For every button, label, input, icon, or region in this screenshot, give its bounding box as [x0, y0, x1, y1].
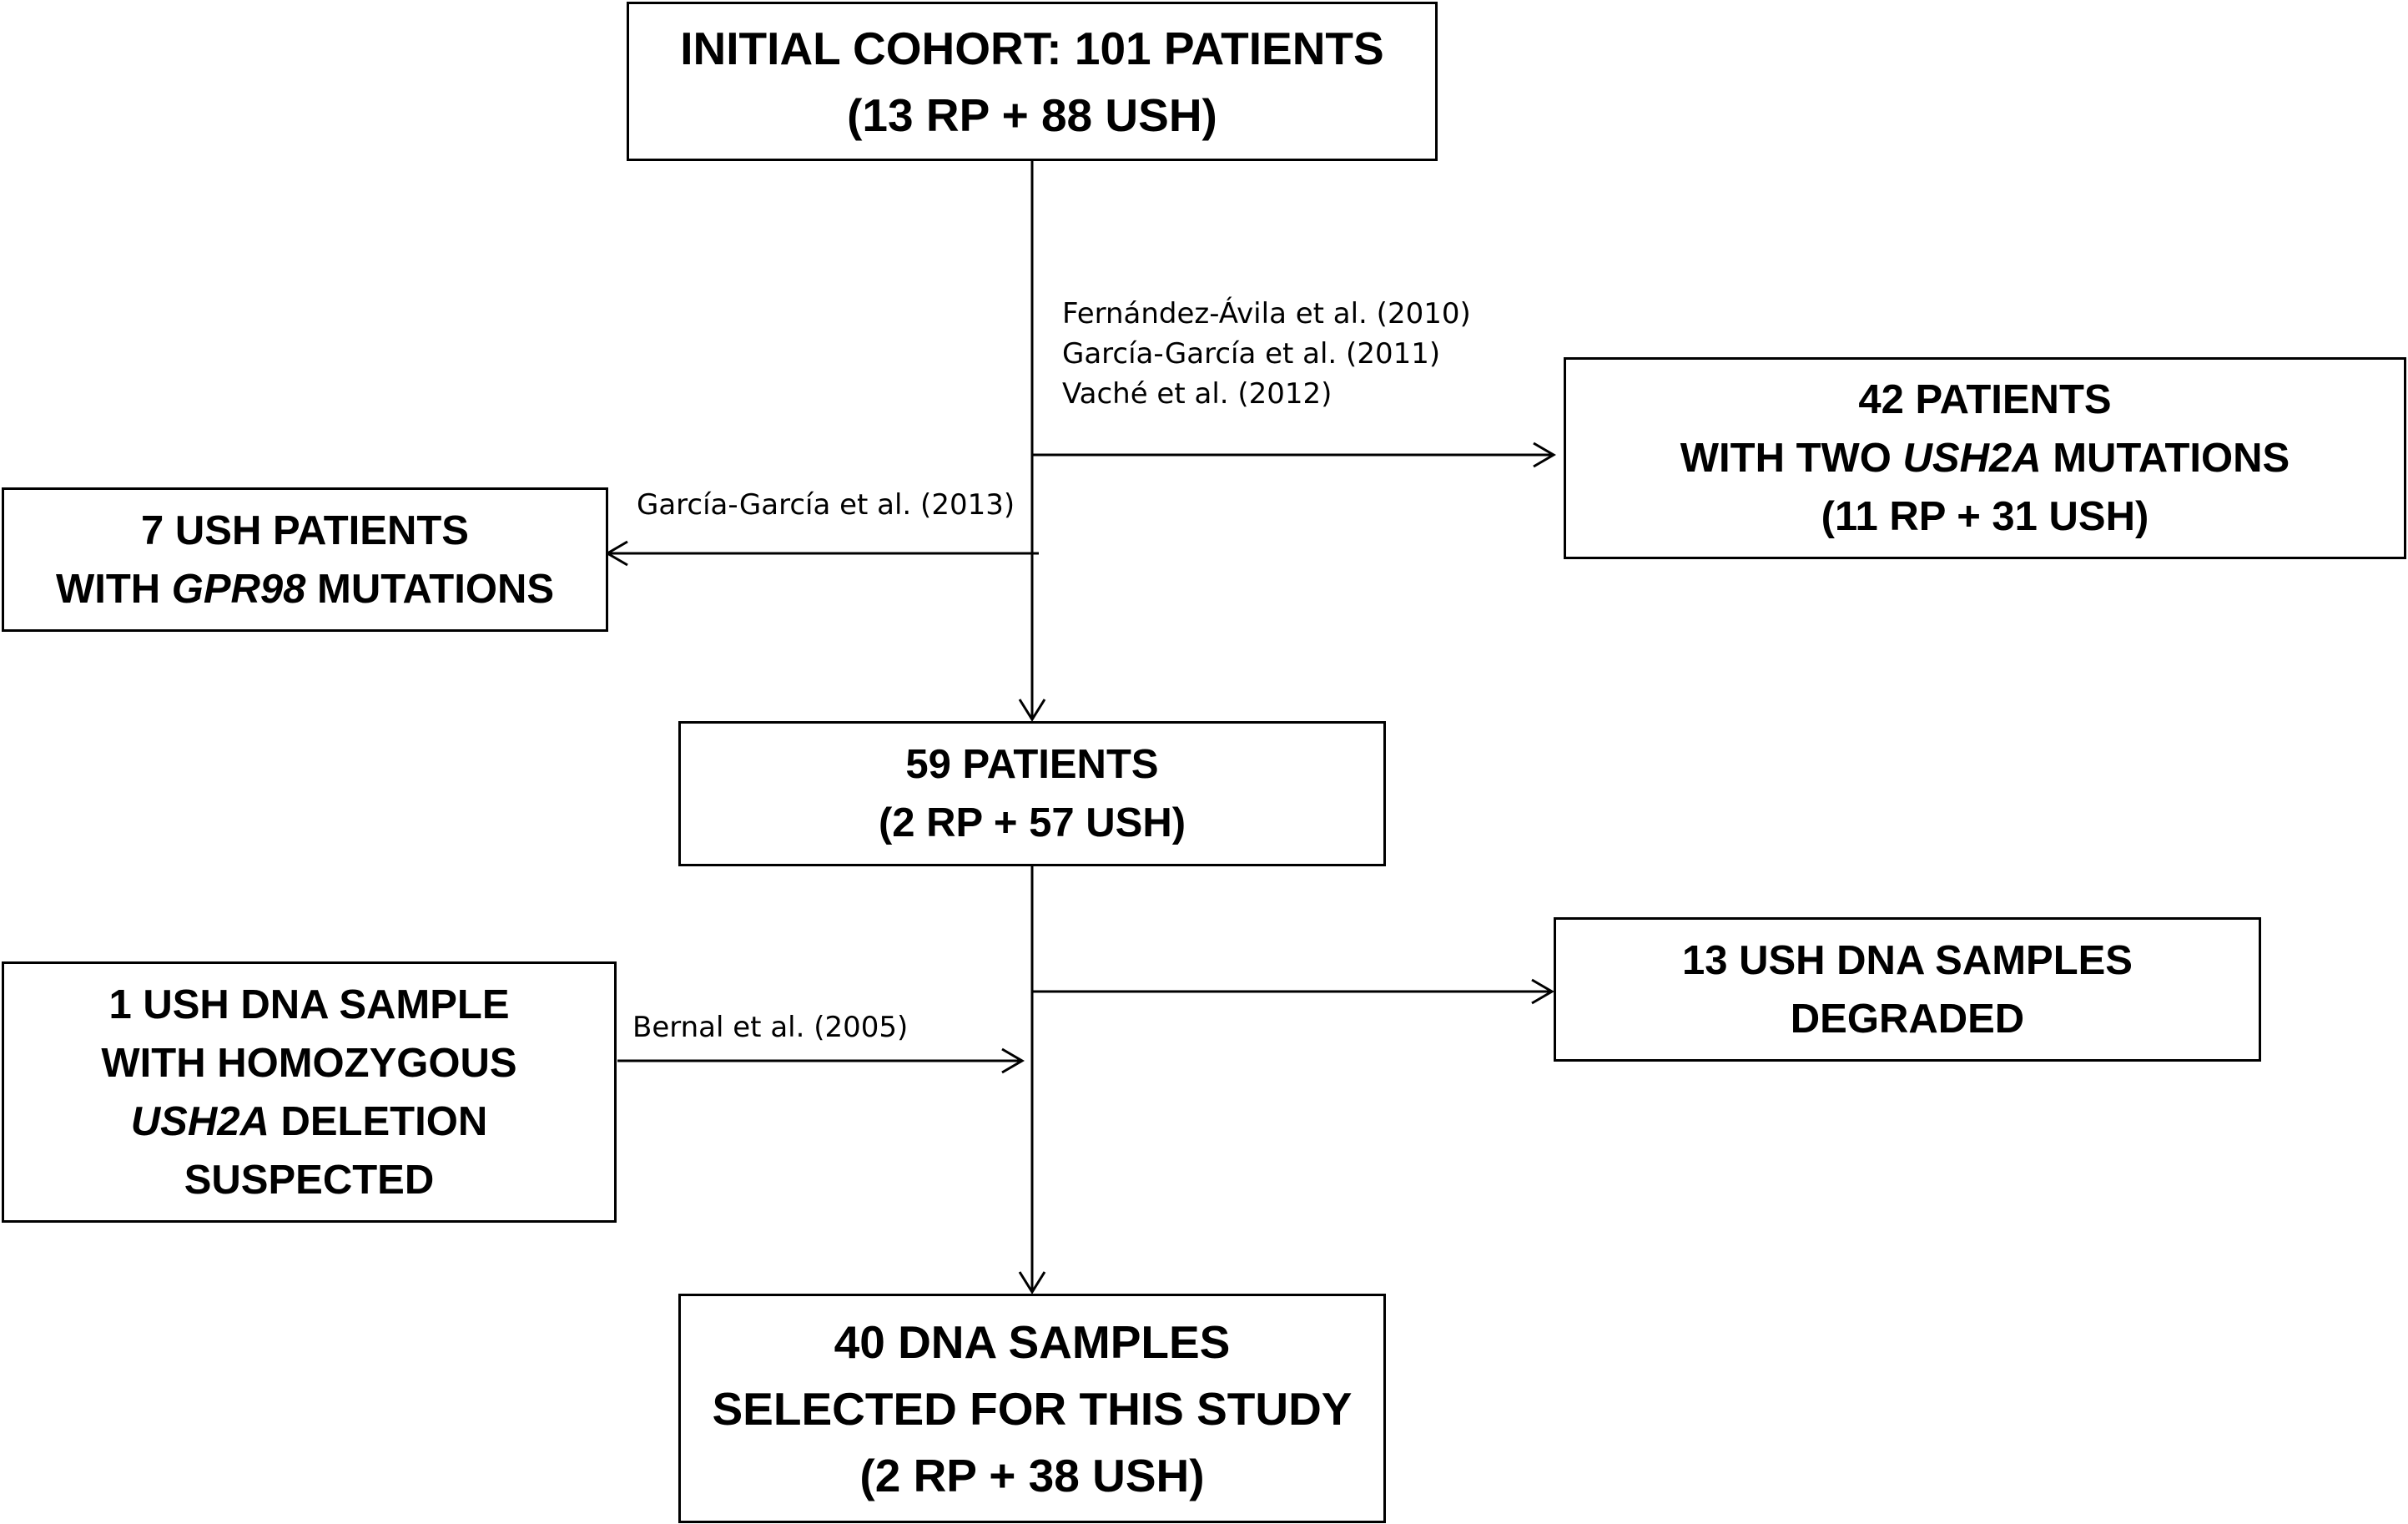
arrowhead-ush2a [1533, 442, 1556, 468]
ush2a-desc-pre: WITH TWO [1680, 436, 1903, 481]
deletion-line-1: 1 USH DNA SAMPLE [108, 982, 510, 1027]
fifty-nine-count: 59 PATIENTS [905, 742, 1159, 787]
arrowhead-degraded [1531, 978, 1554, 1005]
final-description: SELECTED FOR THIS STUDY [712, 1382, 1353, 1435]
degraded-samples-box: 13 USH DNA SAMPLES DEGRADED [1554, 917, 2261, 1062]
deletion-line-4: SUSPECTED [184, 1157, 435, 1203]
reference-garcia-garcia-2011: García-García et al. (2011) [1062, 337, 1441, 371]
arrowhead-59 [1018, 699, 1046, 722]
ush2a-gene: USH2A [1902, 436, 2042, 481]
gpr98-desc-pre: WITH [55, 566, 172, 612]
initial-cohort-title: INITIAL COHORT: 101 PATIENTS [680, 22, 1384, 74]
reference-vache-2012: Vaché et al. (2012) [1062, 377, 1332, 411]
final-count: 40 DNA SAMPLES [834, 1315, 1231, 1368]
reference-garcia-garcia-2013: García-García et al. (2013) [637, 488, 1015, 522]
reference-fernandez-avila-2010: Fernández-Ávila et al. (2010) [1062, 297, 1471, 331]
gpr98-patients-box: 7 USH PATIENTS WITH GPR98 MUTATIONS [2, 487, 608, 632]
ush2a-count: 42 PATIENTS [1858, 377, 2112, 422]
ush2a-description: WITH TWO USH2A MUTATIONS [1680, 429, 2290, 487]
deletion-desc-post: DELETION [269, 1098, 488, 1144]
arrowhead-deletion [1001, 1047, 1025, 1074]
reference-bernal-2005: Bernal et al. (2005) [632, 1011, 909, 1044]
deletion-sample-box: 1 USH DNA SAMPLE WITH HOMOZYGOUS USH2A D… [2, 961, 617, 1223]
final-selection-box: 40 DNA SAMPLES SELECTED FOR THIS STUDY (… [678, 1294, 1386, 1523]
initial-cohort-box: INITIAL COHORT: 101 PATIENTS (13 RP + 88… [627, 2, 1438, 161]
degraded-label: DEGRADED [1790, 996, 2025, 1042]
deletion-line-3: USH2A DELETION [131, 1093, 487, 1151]
final-breakdown: (2 RP + 38 USH) [859, 1449, 1205, 1501]
ush2a-breakdown: (11 RP + 31 USH) [1821, 494, 2149, 539]
ush2a-desc-post: MUTATIONS [2041, 436, 2290, 481]
ush2a-patients-box: 42 PATIENTS WITH TWO USH2A MUTATIONS (11… [1564, 357, 2406, 559]
deletion-gene: USH2A [130, 1098, 270, 1144]
initial-cohort-breakdown: (13 RP + 88 USH) [847, 88, 1217, 141]
fifty-nine-patients-box: 59 PATIENTS (2 RP + 57 USH) [678, 721, 1386, 866]
arrowhead-final [1018, 1271, 1046, 1294]
deletion-line-2: WITH HOMOZYGOUS [101, 1040, 517, 1086]
gpr98-count: 7 USH PATIENTS [141, 507, 469, 553]
gpr98-gene: GPR98 [171, 566, 306, 612]
gpr98-description: WITH GPR98 MUTATIONS [56, 560, 554, 618]
gpr98-desc-post: MUTATIONS [305, 566, 555, 612]
fifty-nine-breakdown: (2 RP + 57 USH) [878, 800, 1186, 845]
degraded-count: 13 USH DNA SAMPLES [1681, 937, 2133, 983]
